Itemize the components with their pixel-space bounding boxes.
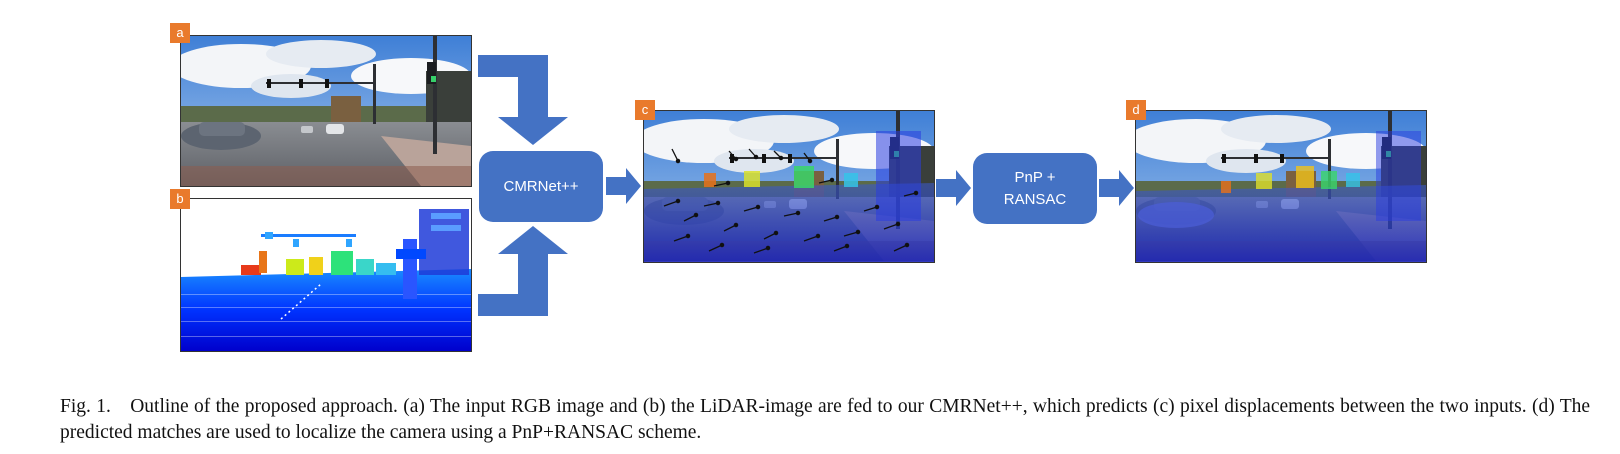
panel-b-badge: b xyxy=(170,189,190,209)
ransac-label: RANSAC xyxy=(1003,190,1067,208)
panel-c-displacement-image xyxy=(643,110,935,263)
panel-d-badge: d xyxy=(1126,100,1146,120)
cmrnet-label: CMRNet++ xyxy=(503,177,579,195)
figure-caption: Fig. 1. Outline of the proposed approach… xyxy=(60,394,1590,446)
flow-arrow-bottom-icon xyxy=(478,226,568,316)
pnp-ransac-box: PnP + RANSAC xyxy=(973,153,1097,224)
cmrnet-box: CMRNet++ xyxy=(479,151,603,222)
caption-text: Outline of the proposed approach. (a) Th… xyxy=(60,396,1591,443)
arrow-to-c-icon xyxy=(606,168,641,204)
arrow-to-pnp-icon xyxy=(936,170,971,206)
caption-label: Fig. 1. xyxy=(60,396,111,417)
pnp-label: PnP + xyxy=(1014,168,1056,186)
panel-d-localized-image xyxy=(1135,110,1427,263)
arrow-to-d-icon xyxy=(1099,170,1134,206)
panel-b-lidar-image xyxy=(180,198,472,352)
flow-arrow-top-icon xyxy=(478,55,568,145)
panel-a-badge: a xyxy=(170,23,190,43)
panel-c-badge: c xyxy=(635,100,655,120)
panel-a-rgb-image xyxy=(180,35,472,187)
